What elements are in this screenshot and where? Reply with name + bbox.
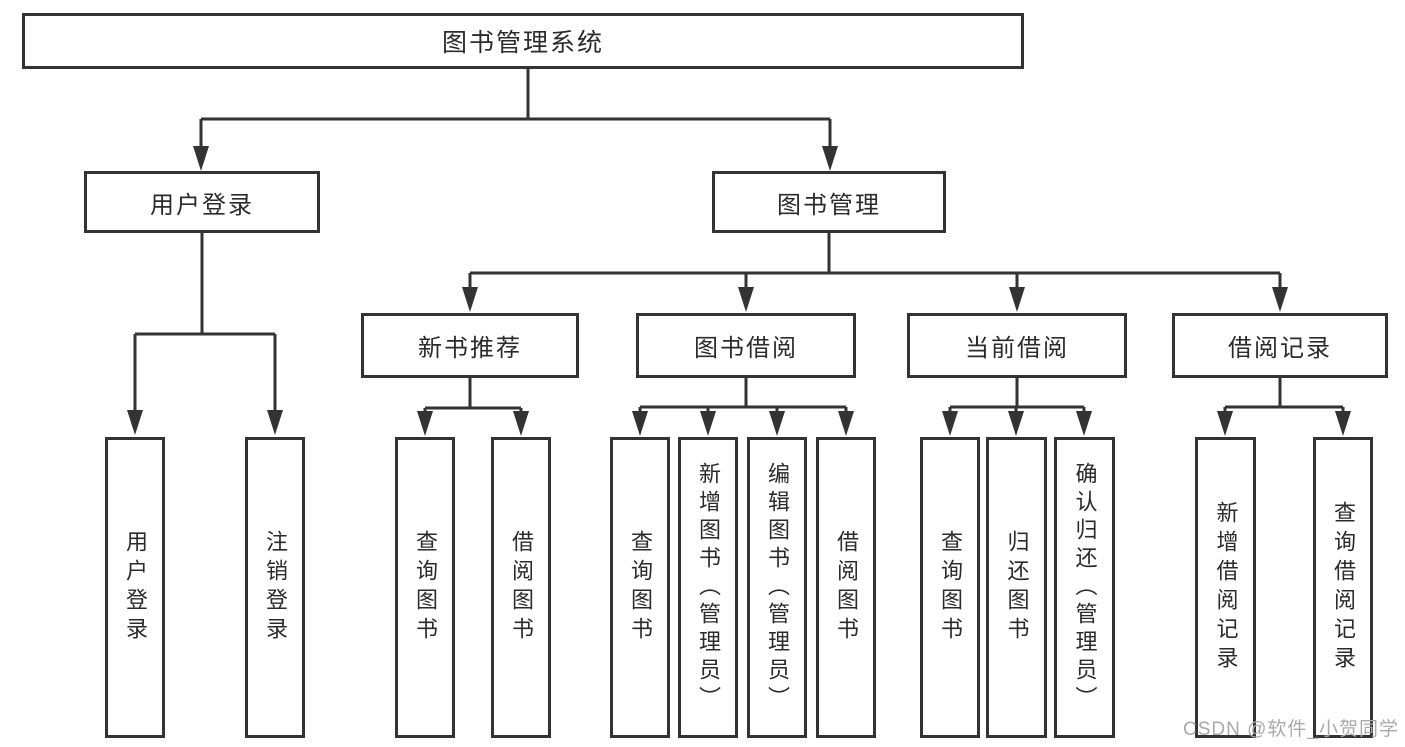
node-user-login-label: 用户登录 [150,191,254,219]
leaf-user-logout: 注销登录 [245,437,305,738]
leaf-user-login-label: 用户登录 [123,529,148,646]
leaf-borrow-add-books-admin: 新增图书（管理员） [678,437,738,738]
leaf-record-add-borrow-record: 新增借阅记录 [1195,437,1256,738]
node-borrowing-records: 借阅记录 [1172,313,1388,378]
leaf-borrow-query-books: 查询图书 [610,437,670,738]
node-book-borrowing-label: 图书借阅 [694,335,798,362]
leaf-newbook-borrow-books: 借阅图书 [491,437,551,738]
leaf-borrow-query-books-label: 查询图书 [628,529,653,646]
leaf-borrow-edit-books-admin-label: 编辑图书（管理员） [765,461,790,714]
node-root-label: 图书管理系统 [441,29,604,57]
leaf-current-confirm-return-admin: 确认归还（管理员） [1054,437,1115,738]
leaf-borrow-borrow-books: 借阅图书 [816,437,876,738]
node-book-borrowing: 图书借阅 [636,313,856,378]
node-book-management: 图书管理 [712,171,946,233]
node-book-management-label: 图书管理 [777,191,881,219]
node-borrowing-records-label: 借阅记录 [1228,335,1332,362]
leaf-borrow-add-books-admin-label: 新增图书（管理员） [696,461,721,714]
node-root: 图书管理系统 [22,13,1024,69]
csdn-watermark: CSDN @软件_小贺同学 [1183,719,1399,740]
leaf-newbook-borrow-books-label: 借阅图书 [509,529,534,646]
leaf-current-return-books-label: 归还图书 [1004,529,1030,646]
leaf-record-add-borrow-record-label: 新增借阅记录 [1213,500,1239,675]
node-new-book-recommendation-label: 新书推荐 [418,335,522,362]
node-current-borrowing-label: 当前借阅 [965,335,1069,362]
leaf-record-query-borrow-record-label: 查询借阅记录 [1331,500,1356,675]
leaf-user-login: 用户登录 [105,437,165,738]
leaf-borrow-borrow-books-label: 借阅图书 [834,529,859,646]
leaf-borrow-edit-books-admin: 编辑图书（管理员） [747,437,807,738]
node-user-login: 用户登录 [84,171,320,233]
node-current-borrowing: 当前借阅 [907,313,1127,378]
leaf-record-query-borrow-record: 查询借阅记录 [1313,437,1373,738]
leaf-newbook-query-books: 查询图书 [395,437,455,738]
node-new-book-recommendation: 新书推荐 [361,313,579,378]
leaf-current-return-books: 归还图书 [986,437,1047,738]
leaf-user-logout-label: 注销登录 [263,529,288,646]
leaf-current-query-books: 查询图书 [920,437,980,738]
leaf-current-query-books-label: 查询图书 [938,529,963,646]
leaf-newbook-query-books-label: 查询图书 [413,529,438,646]
leaf-current-confirm-return-admin-label: 确认归还（管理员） [1072,461,1098,714]
